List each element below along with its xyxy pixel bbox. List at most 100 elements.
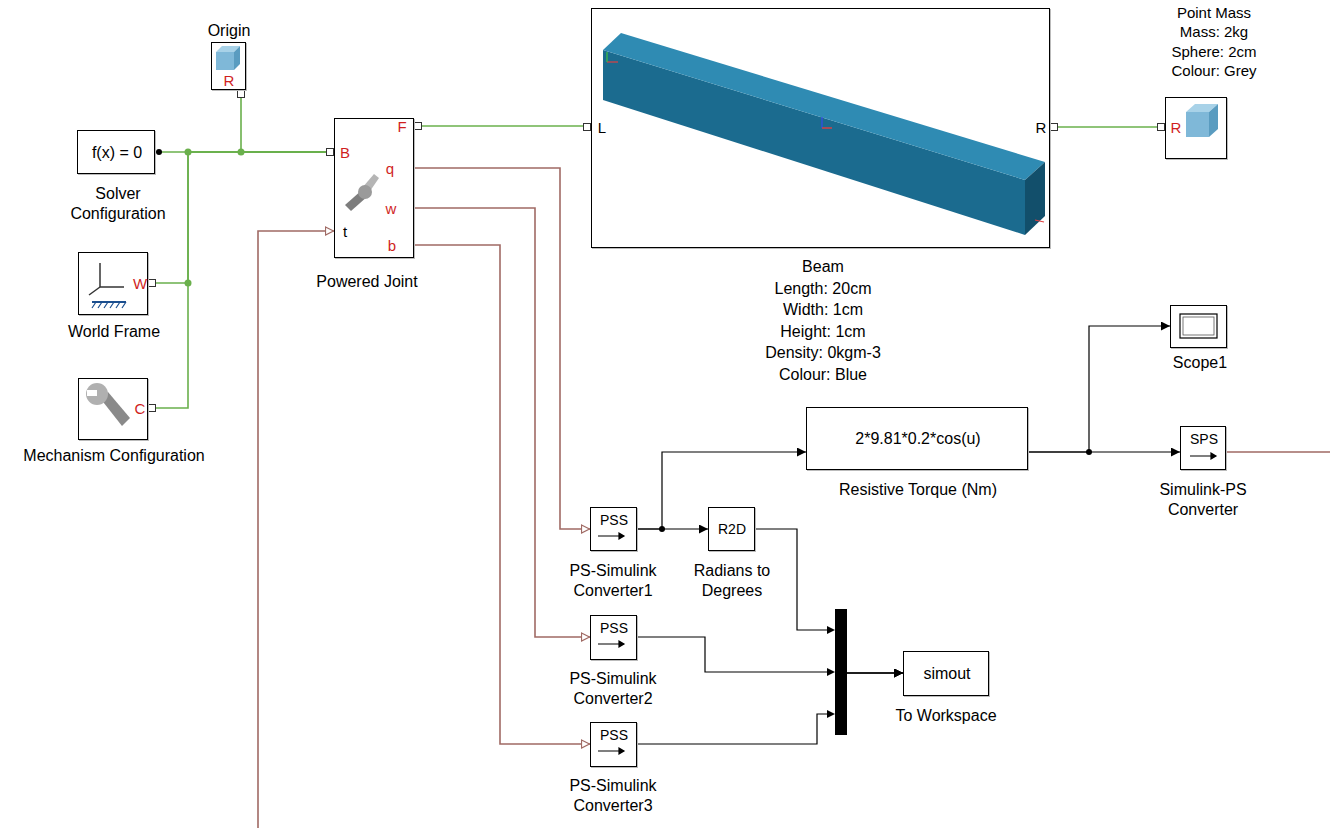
cube-face bbox=[1186, 112, 1209, 137]
port-label: b bbox=[388, 237, 396, 256]
physical-connection bbox=[241, 90, 334, 152]
converter-block: SPSSimulink-PS Converter bbox=[1180, 426, 1226, 470]
block-expression: 2*9.81*0.2*cos(u) bbox=[855, 429, 980, 449]
arrow-head bbox=[827, 710, 835, 718]
axis-line bbox=[100, 286, 124, 288]
port-square bbox=[238, 91, 245, 98]
prism-face bbox=[603, 33, 1045, 180]
arrow-symbol bbox=[1190, 453, 1216, 459]
signal-line bbox=[637, 528, 708, 529]
block-name: Simulink-PS Converter bbox=[1153, 480, 1253, 520]
port-label: w bbox=[386, 200, 397, 219]
axis-line bbox=[1035, 220, 1044, 222]
parameter-note: Sphere: 2cm bbox=[1171, 43, 1256, 62]
axis-line bbox=[821, 117, 822, 128]
block-symbol: PSS bbox=[600, 620, 628, 638]
signal-line bbox=[637, 452, 806, 529]
scope-screen bbox=[1180, 314, 1217, 338]
axis-line bbox=[822, 127, 832, 128]
port-square bbox=[415, 123, 422, 130]
axis-line bbox=[89, 287, 100, 295]
mass-block: Point MassMass: 2kgSphere: 2cmColour: Gr… bbox=[1165, 97, 1227, 159]
port-squares bbox=[149, 91, 1165, 412]
block-name: Resistive Torque (Nm) bbox=[839, 480, 997, 500]
prism-face bbox=[1025, 162, 1045, 235]
point-mass-cube bbox=[1186, 104, 1218, 137]
physical-signal-line bbox=[258, 231, 1330, 828]
parameter-note: Length: 20cm bbox=[775, 279, 872, 299]
block-expression: simout bbox=[923, 664, 970, 684]
origin-cube bbox=[216, 46, 240, 70]
block-name: Scope1 bbox=[1173, 353, 1227, 373]
port-square bbox=[149, 280, 156, 287]
port-square bbox=[1051, 124, 1058, 131]
scope-block: Scope1 bbox=[1170, 305, 1227, 348]
config-block: CMechanism Configuration bbox=[78, 378, 148, 440]
physical-connection bbox=[1050, 126, 1165, 128]
signal-line bbox=[637, 637, 903, 673]
physical-signal-line bbox=[414, 245, 590, 744]
junction-dot bbox=[185, 149, 192, 156]
converter-block: PSSPS-Simulink Converter1 bbox=[590, 507, 637, 551]
joint-icon bbox=[345, 174, 379, 211]
arrow-symbol bbox=[598, 533, 624, 539]
parameter-note: Colour: Grey bbox=[1171, 62, 1256, 81]
junction-dot bbox=[1086, 449, 1092, 455]
block-name: Solver Configuration bbox=[63, 184, 173, 224]
wrench-notch bbox=[87, 390, 97, 396]
beam-prism bbox=[603, 33, 1045, 235]
gain-block: R2DRadians to Degrees bbox=[708, 507, 755, 551]
physical-signal-line bbox=[414, 168, 590, 529]
port-square bbox=[149, 405, 156, 412]
port-label: W bbox=[133, 275, 147, 294]
ground-hatch bbox=[92, 302, 126, 308]
frame-block: OriginR bbox=[211, 42, 246, 90]
physical-signal-line bbox=[414, 208, 590, 637]
block-name: Origin bbox=[208, 21, 251, 41]
junction-dot bbox=[185, 280, 192, 287]
parameter-note: Density: 0kgm-3 bbox=[765, 343, 881, 363]
port-square bbox=[584, 124, 591, 131]
converter-arrows bbox=[598, 453, 1216, 754]
axis-line bbox=[99, 263, 101, 287]
world-frame-icon bbox=[89, 263, 126, 308]
block-symbol: PSS bbox=[600, 727, 628, 745]
port-label: R bbox=[1171, 119, 1182, 138]
arrow-head bbox=[827, 626, 835, 634]
joint-hub bbox=[358, 185, 372, 199]
cube-face bbox=[234, 46, 240, 70]
block-name: PS-Simulink Converter3 bbox=[563, 776, 663, 816]
junction-dots bbox=[156, 149, 1092, 533]
wrench-icon bbox=[86, 383, 130, 426]
block-symbol: PSS bbox=[600, 512, 628, 530]
signal-line bbox=[1028, 326, 1170, 452]
function-block: 2*9.81*0.2*cos(u)Resistive Torque (Nm) bbox=[806, 407, 1028, 470]
workspace-block: simoutTo Workspace bbox=[903, 651, 989, 696]
axis-line bbox=[606, 52, 607, 62]
port-label: R bbox=[1036, 119, 1047, 138]
parameter-note: Mass: 2kg bbox=[1180, 23, 1248, 42]
port-dot bbox=[156, 149, 162, 155]
port-label: C bbox=[135, 400, 146, 419]
block-symbol: R2D bbox=[718, 521, 746, 539]
parameter-note: Colour: Blue bbox=[779, 365, 867, 385]
junction-dot bbox=[238, 149, 245, 156]
block-symbol: SPS bbox=[1190, 431, 1218, 449]
physical-connection bbox=[148, 152, 334, 283]
joint-block: BFqwtbPowered Joint bbox=[334, 118, 414, 258]
block-name: Point Mass bbox=[1177, 4, 1251, 23]
wrench-head bbox=[86, 383, 108, 405]
ground-line bbox=[92, 301, 126, 303]
mux-block bbox=[827, 609, 847, 735]
block-name: PS-Simulink Converter2 bbox=[563, 669, 663, 709]
port-label: L bbox=[598, 119, 606, 138]
solver-block: f(x) = 0Solver Configuration bbox=[77, 130, 155, 174]
block-name: To Workspace bbox=[895, 706, 996, 726]
scope-screen bbox=[1183, 317, 1214, 335]
mux-bar bbox=[835, 609, 847, 735]
block-name: World Frame bbox=[68, 322, 160, 342]
signal-line bbox=[637, 673, 903, 744]
block-name: Radians to Degrees bbox=[692, 561, 772, 601]
cube-face bbox=[216, 52, 234, 70]
arrow-symbol bbox=[598, 641, 624, 647]
